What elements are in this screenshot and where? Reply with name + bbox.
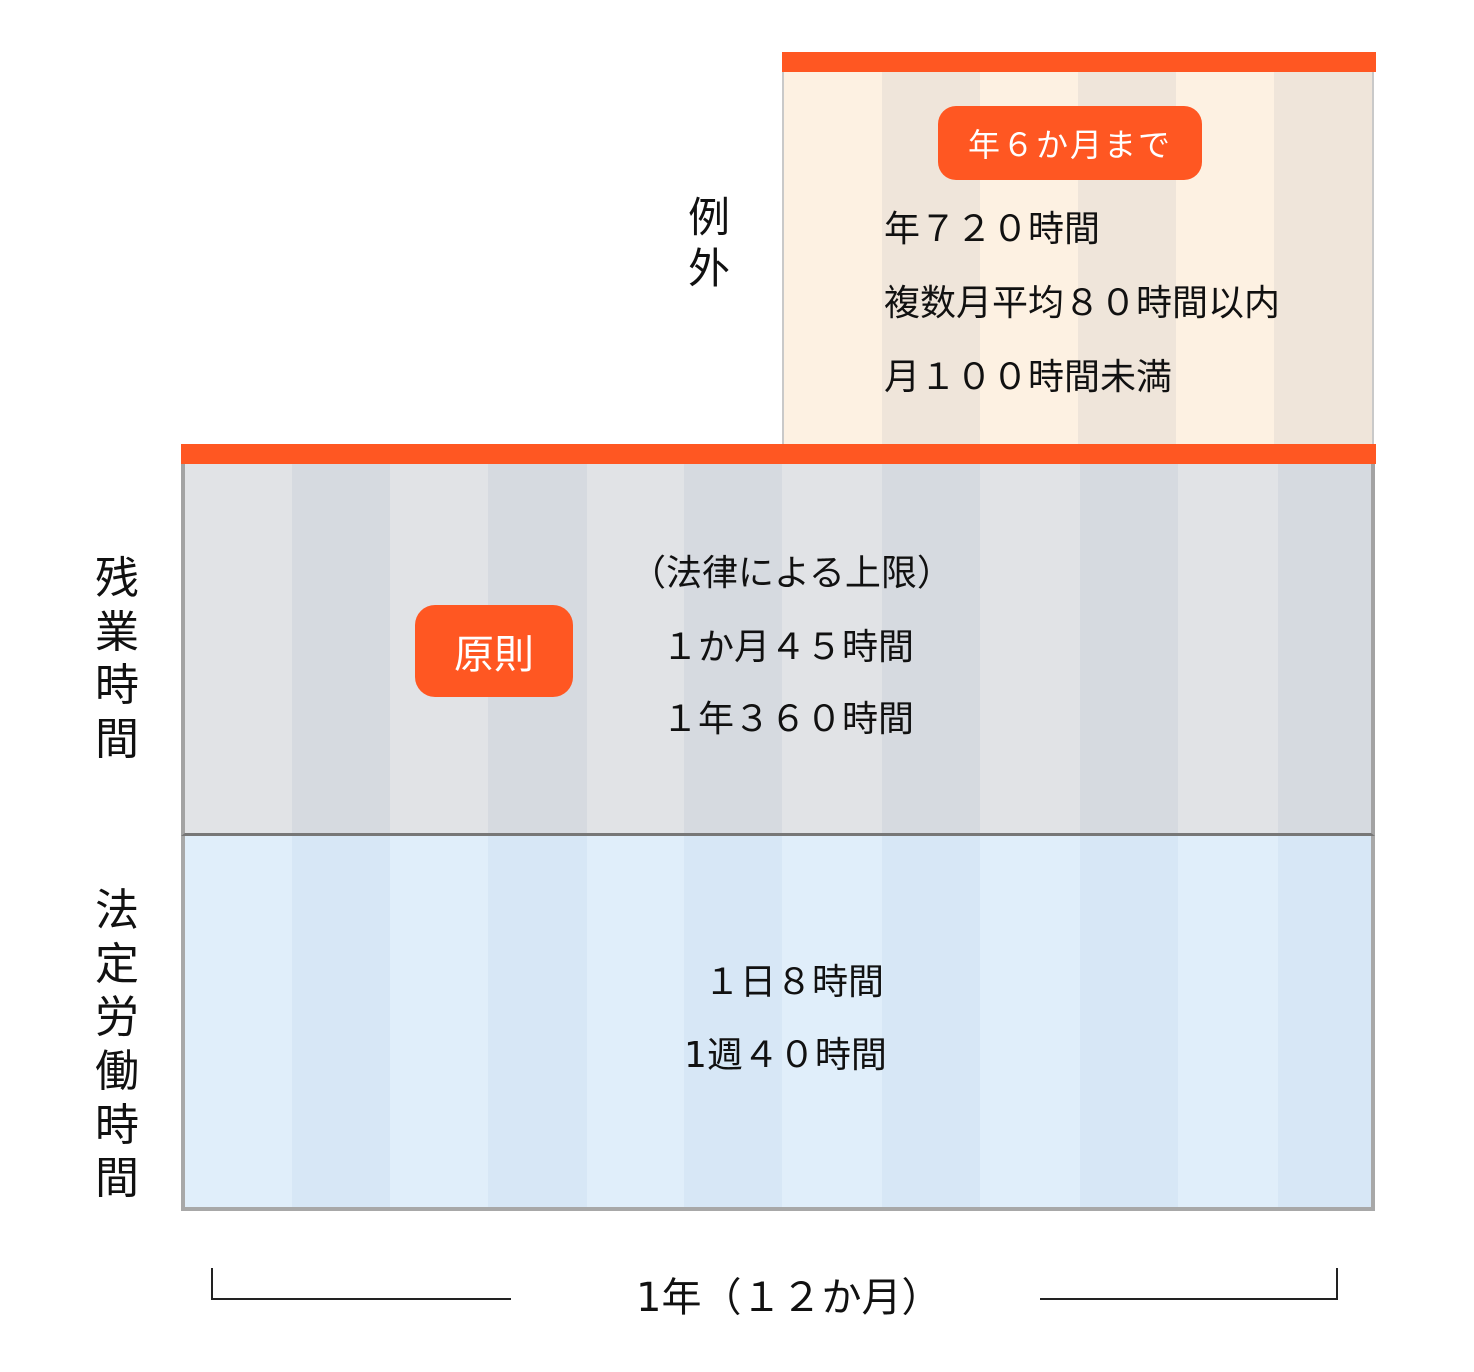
axis-bracket-left xyxy=(211,1268,511,1300)
label-char: 外 xyxy=(687,244,730,294)
exception-side-label: 例 外 xyxy=(679,192,739,294)
label-char: 定 xyxy=(95,938,139,990)
statutory-line-weekly: 1週４０時間 xyxy=(684,1035,887,1076)
exception-box xyxy=(782,72,1374,444)
statutory-side-label: 法 定 労 働 時 間 xyxy=(87,884,147,1206)
axis-label: 1年（１２か月） xyxy=(636,1275,942,1321)
principle-badge: 原則 xyxy=(415,605,573,697)
label-char: 法 xyxy=(95,885,139,936)
exception-line-monthly: 月１００時間未満 xyxy=(884,357,1173,398)
label-char: 間 xyxy=(95,714,139,766)
principle-line-monthly: １か月４５時間 xyxy=(662,627,915,668)
overtime-side-label: 残 業 時 間 xyxy=(87,552,147,767)
statutory-stripes xyxy=(185,836,1371,1207)
label-char: 時 xyxy=(95,1099,139,1151)
label-char: 労 xyxy=(95,992,139,1044)
principle-limit-bar xyxy=(181,444,1376,464)
label-char: 時 xyxy=(95,660,139,712)
exception-line-multi-month: 複数月平均８０時間以内 xyxy=(884,283,1281,324)
label-char: 例 xyxy=(687,193,730,242)
axis-bracket-right xyxy=(1040,1268,1338,1300)
label-char: 働 xyxy=(95,1046,139,1098)
statutory-box xyxy=(181,836,1375,1211)
exception-badge: 年６か月まで xyxy=(938,106,1202,180)
principle-line-annual: １年３６０時間 xyxy=(662,699,915,740)
principle-box xyxy=(181,464,1375,836)
exception-limit-bar xyxy=(782,52,1376,72)
principle-stripes xyxy=(185,464,1371,833)
statutory-line-daily: １日８時間 xyxy=(704,962,885,1003)
principle-line-note: （法律による上限） xyxy=(630,553,953,594)
exception-line-annual: 年７２０時間 xyxy=(884,209,1101,250)
label-char: 間 xyxy=(95,1153,139,1205)
label-char: 残 xyxy=(95,553,139,604)
label-char: 業 xyxy=(95,606,139,658)
